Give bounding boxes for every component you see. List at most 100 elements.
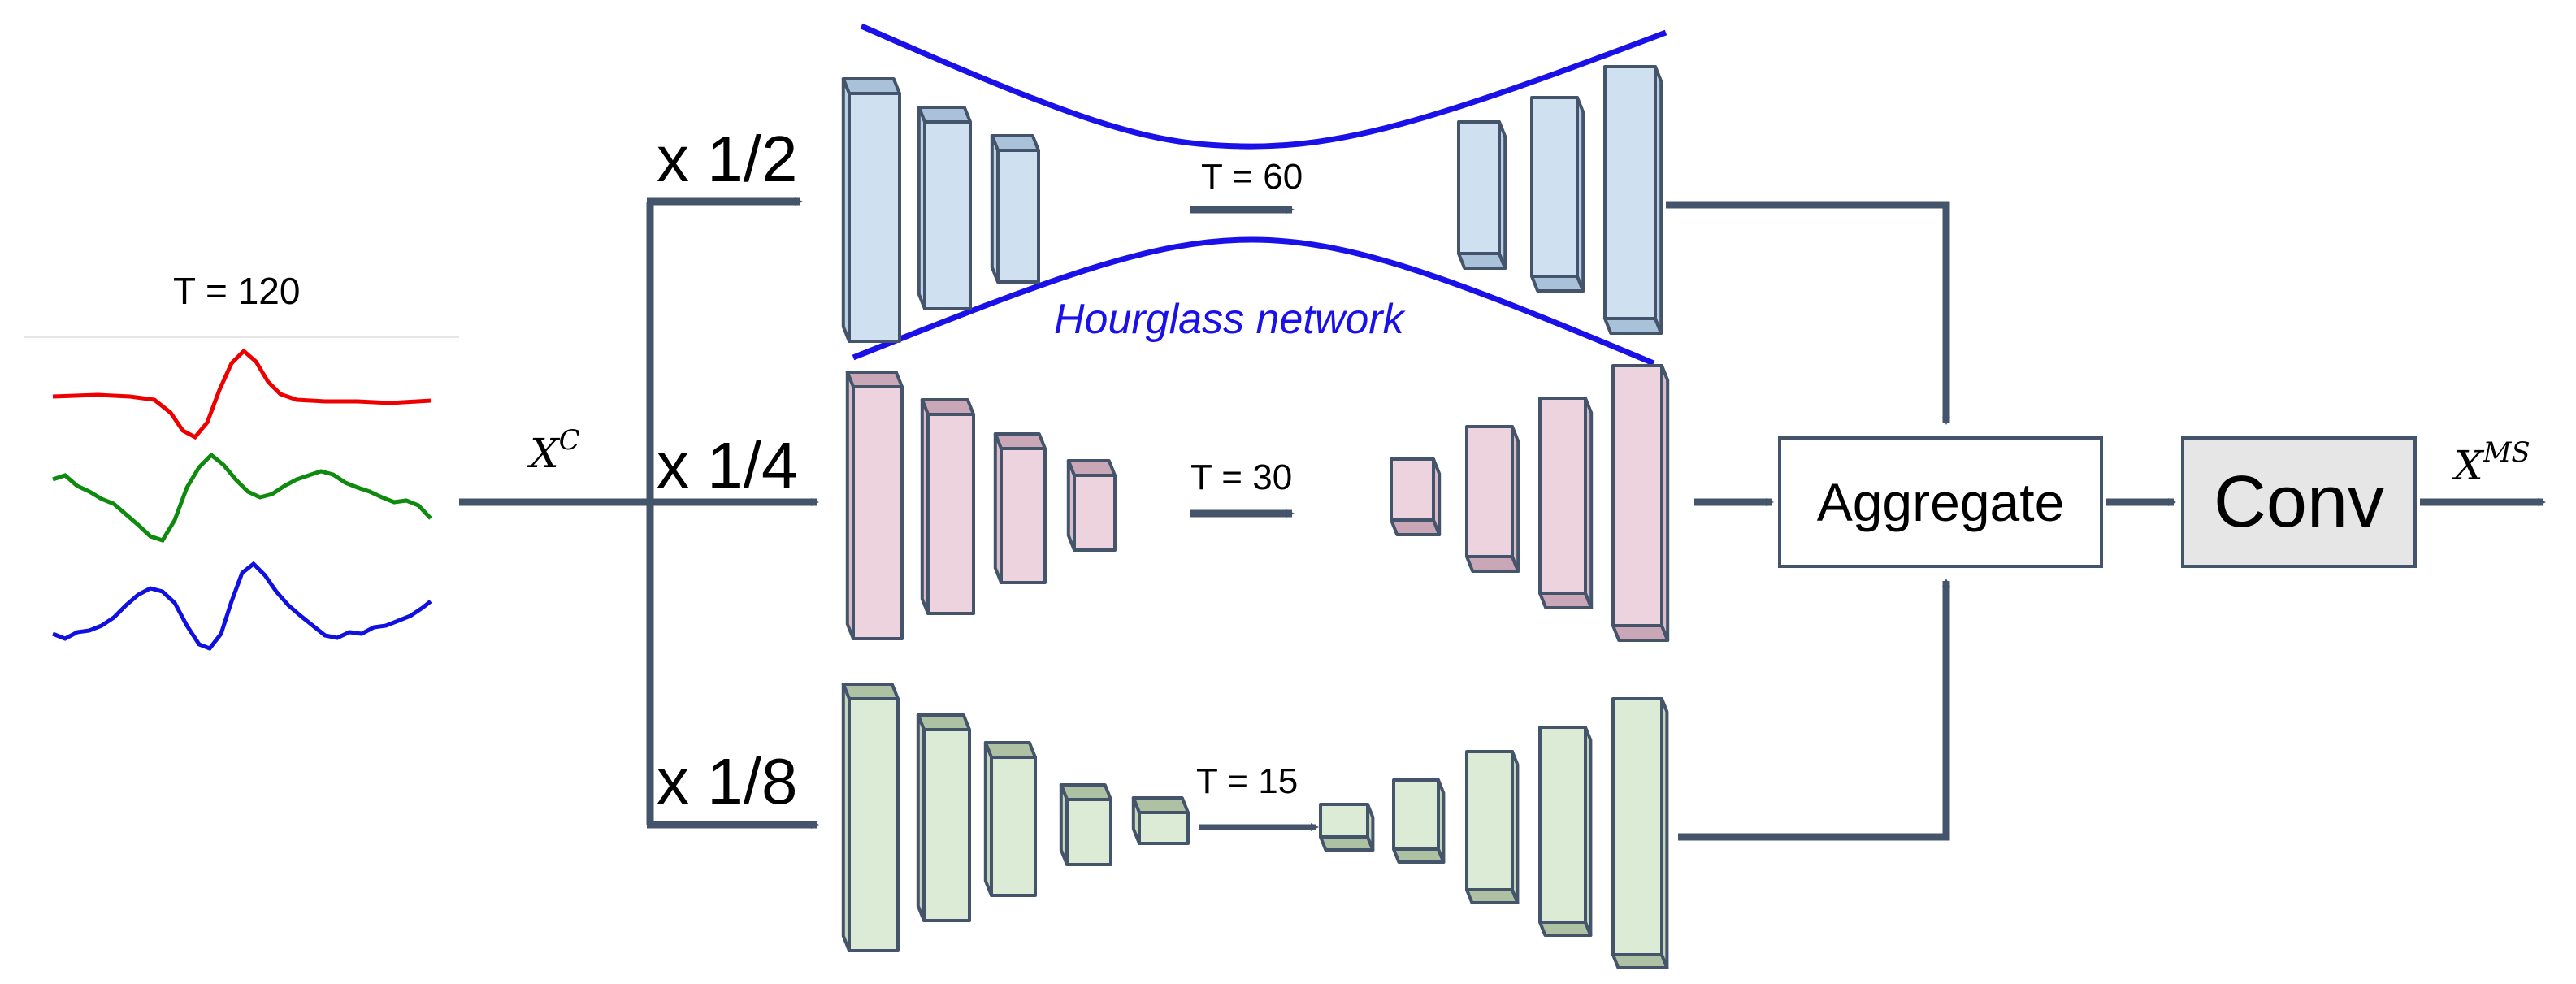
feature-block-face — [1530, 275, 1585, 293]
feature-block — [841, 77, 901, 343]
t15-label: T = 15 — [1196, 761, 1299, 801]
feature-block-face — [1465, 888, 1520, 904]
input-length-label: T = 120 — [173, 270, 301, 312]
t30-label: T = 30 — [1190, 457, 1293, 497]
feature-block — [1611, 364, 1670, 642]
hourglass-lower-curve — [852, 236, 1655, 366]
feature-block-face — [1390, 518, 1442, 536]
half-to-aggregate — [1666, 201, 1950, 425]
feature-block-face — [1538, 726, 1587, 924]
feature-block-face — [923, 120, 972, 310]
feature-block — [1131, 796, 1190, 845]
feature-block-face — [1437, 778, 1446, 864]
input-symbol: XC — [530, 427, 580, 474]
feature-block-face — [1138, 811, 1190, 845]
feature-block-face — [916, 713, 926, 922]
feature-block-face — [990, 756, 1037, 897]
feature-block-face — [841, 683, 900, 700]
feature-block-face — [1576, 96, 1585, 293]
feature-block-face — [922, 728, 971, 922]
feature-block-face — [1073, 474, 1117, 552]
feature-block-face — [848, 92, 901, 343]
eighth-to-aggregate — [1678, 579, 1950, 841]
input-symbol-sup: C — [558, 424, 580, 457]
hourglass-outline — [852, 23, 1667, 366]
feature-block-face — [1603, 317, 1663, 335]
feature-block-face — [1611, 624, 1670, 642]
feature-block-face — [1611, 364, 1663, 627]
feature-block — [1465, 750, 1520, 904]
input-signal-blue — [52, 561, 432, 651]
routing-lines — [459, 197, 2546, 841]
feature-block — [990, 134, 1040, 284]
feature-block-face — [1538, 921, 1593, 937]
feature-block-face — [1392, 778, 1440, 851]
feature-block — [1066, 459, 1117, 552]
feature-block-face — [1000, 447, 1047, 584]
output-symbol-base: X — [2454, 442, 2483, 489]
feature-block-face — [1432, 457, 1442, 536]
feature-block-face — [1660, 364, 1670, 642]
feature-block-face — [1530, 96, 1579, 278]
feature-block-face — [1059, 783, 1112, 801]
feature-block-face — [1465, 555, 1520, 573]
feature-block — [1319, 803, 1375, 852]
feature-block-face — [1611, 697, 1663, 956]
t60-label: T = 60 — [1201, 157, 1303, 197]
output-symbol-sup: MS — [2483, 436, 2530, 469]
feature-block — [983, 741, 1037, 897]
feature-block-face — [920, 398, 930, 615]
feature-block — [845, 371, 904, 640]
feature-block — [1465, 425, 1520, 573]
scale-label-eighth: x 1/8 — [657, 745, 798, 817]
input-signal-green — [52, 452, 432, 544]
feature-block-face — [1603, 65, 1657, 320]
feature-block-face — [1465, 750, 1514, 891]
feature-block-face — [1319, 803, 1369, 839]
feature-block — [1390, 457, 1442, 536]
feature-block-face — [993, 432, 1047, 450]
feature-block-face — [917, 106, 972, 124]
feature-block-face — [1066, 459, 1117, 477]
feature-block-face — [990, 134, 1000, 284]
feature-block-face — [917, 106, 926, 310]
feature-block — [1392, 778, 1446, 864]
feature-block — [993, 432, 1047, 584]
feature-block-face — [926, 413, 975, 615]
scale-label-quarter: x 1/4 — [657, 429, 798, 501]
feature-block — [1538, 726, 1593, 937]
feature-block-face — [920, 398, 975, 416]
conv-box: Conv — [2181, 436, 2417, 568]
feature-block — [1538, 397, 1594, 609]
aggregate-box: Aggregate — [1778, 436, 2103, 568]
feature-block-face — [1584, 726, 1593, 937]
feature-block — [1530, 96, 1585, 293]
feature-block — [1603, 65, 1663, 335]
feature-block — [1059, 783, 1112, 866]
hourglass-upper-curve — [860, 23, 1667, 150]
feature-block-face — [845, 371, 904, 388]
feature-block-face — [841, 683, 851, 952]
feature-block — [916, 713, 971, 922]
feature-block-face — [1465, 425, 1514, 558]
feature-block-face — [916, 713, 971, 731]
feature-block-face — [1392, 847, 1446, 864]
feature-blocks — [841, 65, 1670, 969]
feature-block-face — [1319, 835, 1375, 852]
feature-block-face — [841, 77, 901, 95]
feature-block-face — [1538, 592, 1594, 609]
feature-block-face — [1131, 796, 1141, 845]
hourglass-network-label: Hourglass network — [1054, 296, 1404, 343]
input-signal-red — [52, 348, 432, 440]
feature-block-face — [996, 149, 1040, 284]
feature-block-face — [852, 385, 904, 640]
feature-block-face — [1059, 783, 1069, 866]
feature-block-face — [1131, 796, 1190, 814]
feature-block-face — [1066, 459, 1076, 552]
feature-block-face — [1660, 697, 1669, 969]
feature-block — [917, 106, 972, 310]
feature-block-face — [1457, 252, 1507, 270]
feature-block — [1611, 697, 1669, 969]
